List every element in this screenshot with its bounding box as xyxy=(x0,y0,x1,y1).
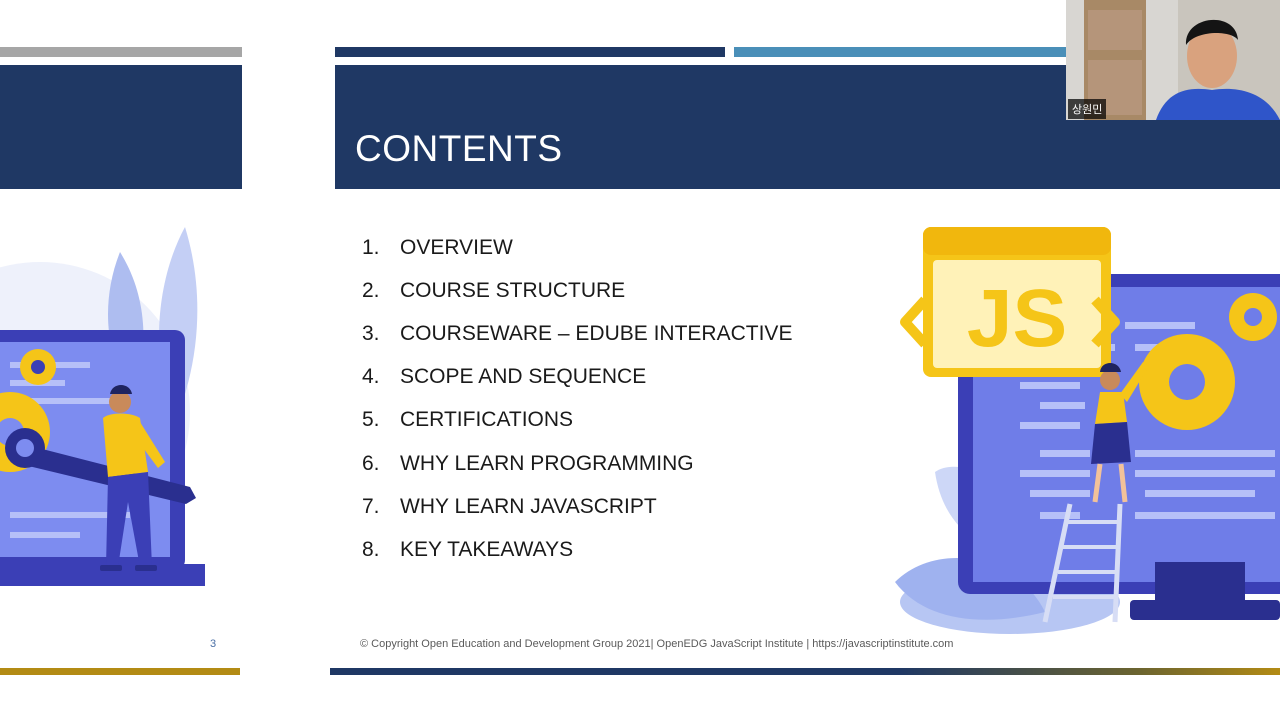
previous-slide-title-banner xyxy=(0,65,242,189)
contents-item-label: KEY TAKEAWAYS xyxy=(400,537,574,561)
contents-item-number: 6. xyxy=(362,451,380,475)
slide-footer-copyright: © Copyright Open Education and Developme… xyxy=(360,638,954,650)
contents-item-label: WHY LEARN JAVASCRIPT xyxy=(400,494,657,518)
contents-item-number: 4. xyxy=(362,365,380,389)
slide-bottom-rule xyxy=(330,668,1280,675)
previous-slide-page-number: 3 xyxy=(210,638,217,650)
contents-item: 6. WHY LEARN PROGRAMMING xyxy=(362,442,792,485)
contents-item: 8. KEY TAKEAWAYS xyxy=(362,528,792,571)
contents-item: 5. CERTIFICATIONS xyxy=(362,399,792,442)
contents-item: 3. COURSEWARE – EDUBE INTERACTIVE xyxy=(362,312,792,355)
contents-list: 1. OVERVIEW 2. COURSE STRUCTURE 3. COURSEWA… xyxy=(362,226,792,572)
contents-item: 1. OVERVIEW xyxy=(362,226,792,269)
slide-title: CONTENTS xyxy=(355,128,563,169)
javascript-developer-illustration: JS xyxy=(895,227,1280,634)
js-badge-text: JS xyxy=(967,273,1067,364)
contents-item-label: COURSE STRUCTURE xyxy=(400,278,626,302)
participant-name-label: 상원민 xyxy=(1068,99,1107,119)
contents-item-number: 1. xyxy=(362,235,380,259)
contents-item-label: CERTIFICATIONS xyxy=(400,408,574,432)
contents-item-number: 5. xyxy=(362,408,380,432)
contents-item-label: WHY LEARN PROGRAMMING xyxy=(400,451,694,475)
slide-top-rule-light xyxy=(734,47,1068,57)
contents-item-label: SCOPE AND SEQUENCE xyxy=(400,365,647,389)
contents-item: 7. WHY LEARN JAVASCRIPT xyxy=(362,485,792,528)
slide-top-rule-dark xyxy=(335,47,725,57)
previous-slide-bottom-rule xyxy=(0,668,240,675)
contents-item-label: OVERVIEW xyxy=(400,235,513,259)
previous-slide-top-rule xyxy=(0,47,242,57)
contents-item-label: COURSEWARE – EDUBE INTERACTIVE xyxy=(400,321,793,345)
contents-item-number: 3. xyxy=(362,321,380,345)
developer-with-wrench-illustration xyxy=(0,227,205,586)
participant-video-tile[interactable]: 상원민 xyxy=(1066,0,1280,120)
contents-item: 4. SCOPE AND SEQUENCE xyxy=(362,356,792,399)
participant-video-feed xyxy=(1066,0,1280,120)
contents-item-number: 7. xyxy=(362,494,380,518)
contents-item-number: 8. xyxy=(362,537,380,561)
contents-item: 2. COURSE STRUCTURE xyxy=(362,269,792,312)
contents-item-number: 2. xyxy=(362,278,380,302)
